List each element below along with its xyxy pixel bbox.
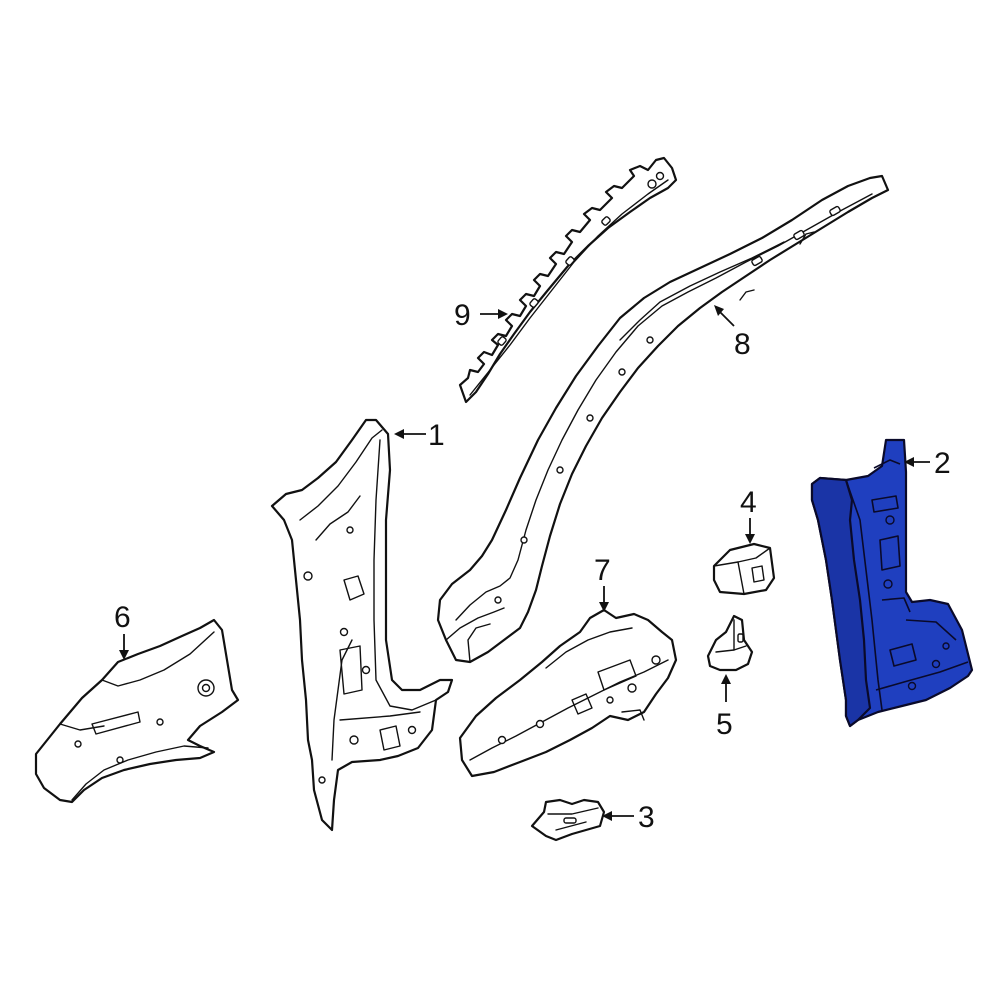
callout-label-6: 6 [114,601,131,634]
part-6[interactable] [34,618,240,804]
callout-label-5: 5 [716,708,733,741]
part-8[interactable] [436,174,890,664]
callout-label-8: 8 [734,328,751,361]
callout-3: 3 [602,801,655,834]
callout-5: 5 [716,674,733,741]
part-3[interactable] [530,798,606,842]
callout-label-2: 2 [934,447,951,480]
callout-label-9: 9 [454,299,471,332]
callout-label-4: 4 [740,486,757,519]
callout-2: 2 [904,447,951,480]
part-1[interactable] [270,418,454,832]
callout-6: 6 [114,601,131,660]
part-5[interactable] [706,614,754,672]
part-9[interactable] [458,156,678,404]
callout-9: 9 [454,299,508,332]
callout-1: 1 [394,419,445,452]
callout-7: 7 [594,554,611,612]
callout-label-1: 1 [428,419,445,452]
callout-8: 8 [714,305,751,361]
callout-4: 4 [740,486,757,544]
callout-label-7: 7 [594,554,611,587]
part-2[interactable] [810,438,974,728]
part-4[interactable] [712,542,776,596]
callout-label-3: 3 [638,801,655,834]
part-7[interactable] [458,608,678,778]
